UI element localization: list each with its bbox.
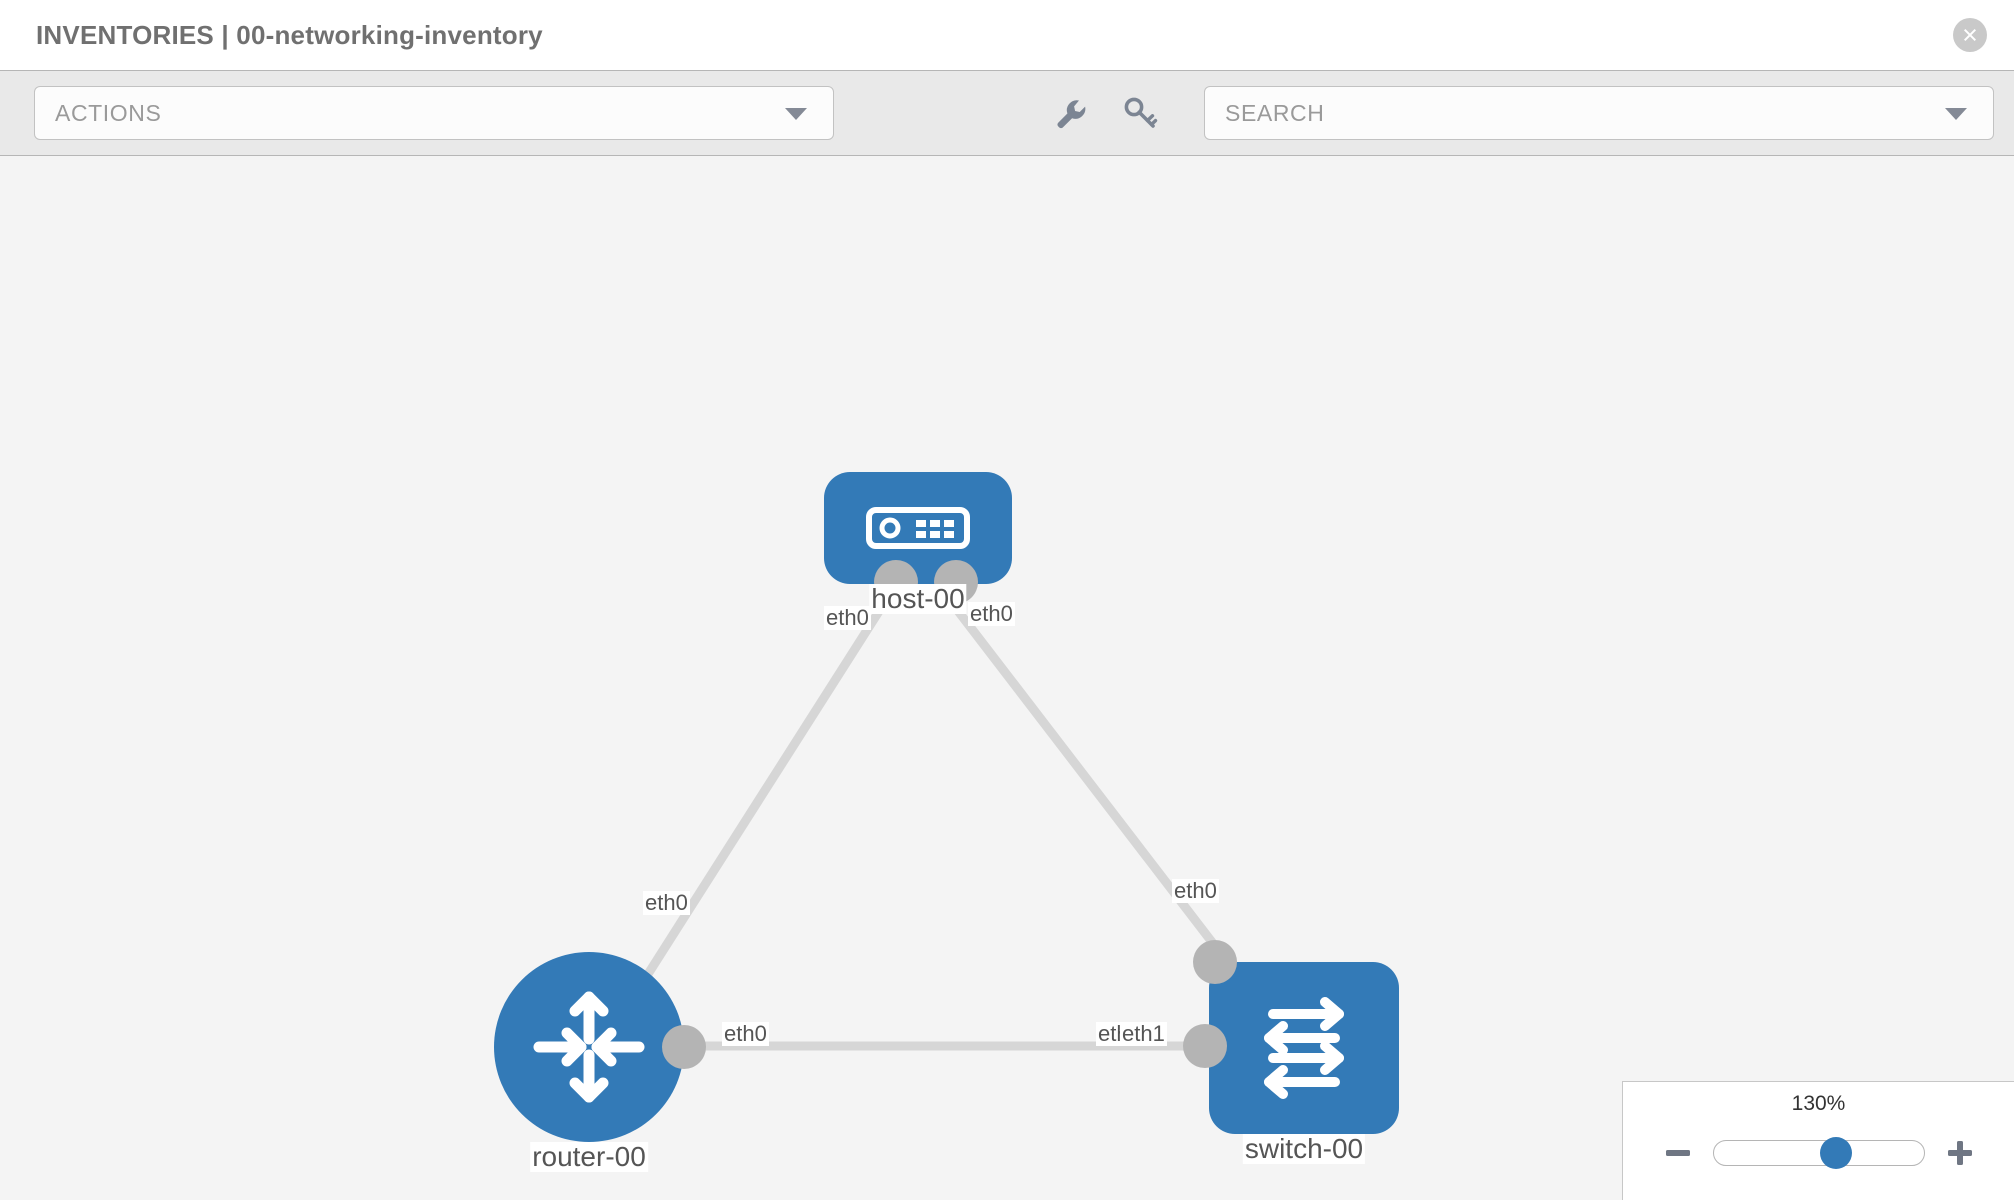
- server-icon: [866, 507, 970, 549]
- router-icon: [533, 991, 645, 1103]
- actions-dropdown[interactable]: ACTIONS: [34, 86, 834, 140]
- wrench-icon[interactable]: [1044, 87, 1096, 139]
- node-label: router-00: [530, 1141, 648, 1173]
- zoom-level-value: 130%: [1791, 1092, 1846, 1115]
- node-label: switch-00: [1242, 1133, 1366, 1165]
- node-shape[interactable]: [824, 472, 1012, 584]
- edge-label: eth0: [824, 605, 871, 630]
- port-handle[interactable]: [662, 1025, 706, 1069]
- plus-icon[interactable]: [1941, 1134, 1979, 1172]
- search-placeholder: SEARCH: [1225, 99, 1325, 126]
- chevron-down-icon[interactable]: [1945, 108, 1967, 120]
- zoom-slider[interactable]: [1712, 1137, 1925, 1169]
- topology-node-router-00[interactable]: router-00: [494, 952, 706, 1173]
- node-shape[interactable]: [494, 952, 684, 1142]
- minus-icon[interactable]: [1659, 1134, 1697, 1172]
- chevron-down-icon: [785, 108, 807, 120]
- actions-dropdown-label: ACTIONS: [55, 99, 162, 126]
- key-icon[interactable]: [1114, 87, 1166, 139]
- topology-node-switch-00[interactable]: switch-00: [1183, 940, 1399, 1165]
- node-shape[interactable]: [1209, 962, 1399, 1134]
- port-handle[interactable]: [1193, 940, 1237, 984]
- switch-icon: [1264, 997, 1344, 1099]
- topology-edges: [616, 591, 1242, 1051]
- edge-label: eth0: [1172, 878, 1219, 903]
- page-header: INVENTORIES | 00-networking-inventory: [0, 0, 2014, 70]
- port-handle[interactable]: [1183, 1024, 1227, 1068]
- search-input[interactable]: SEARCH: [1204, 86, 1994, 140]
- edge-label: eth0: [643, 890, 690, 915]
- page-title: INVENTORIES | 00-networking-inventory: [36, 19, 543, 50]
- edge-label: eth0: [722, 1021, 769, 1046]
- zoom-controls-row: [1623, 1129, 2014, 1177]
- topology-canvas[interactable]: host-00 eth0 eth0 eth0 eth0: [0, 156, 2014, 1200]
- toolbar: ACTIONS SEARCH: [0, 70, 2014, 156]
- edge-label: eth1: [1120, 1021, 1167, 1046]
- node-label: host-00: [869, 583, 967, 615]
- close-icon[interactable]: [1953, 18, 1987, 52]
- zoom-control-panel: 130%: [1622, 1081, 2014, 1200]
- zoom-slider-thumb[interactable]: [1820, 1137, 1853, 1169]
- topology-node-host-00[interactable]: host-00: [824, 472, 1012, 615]
- edge-label: eth0: [968, 601, 1015, 626]
